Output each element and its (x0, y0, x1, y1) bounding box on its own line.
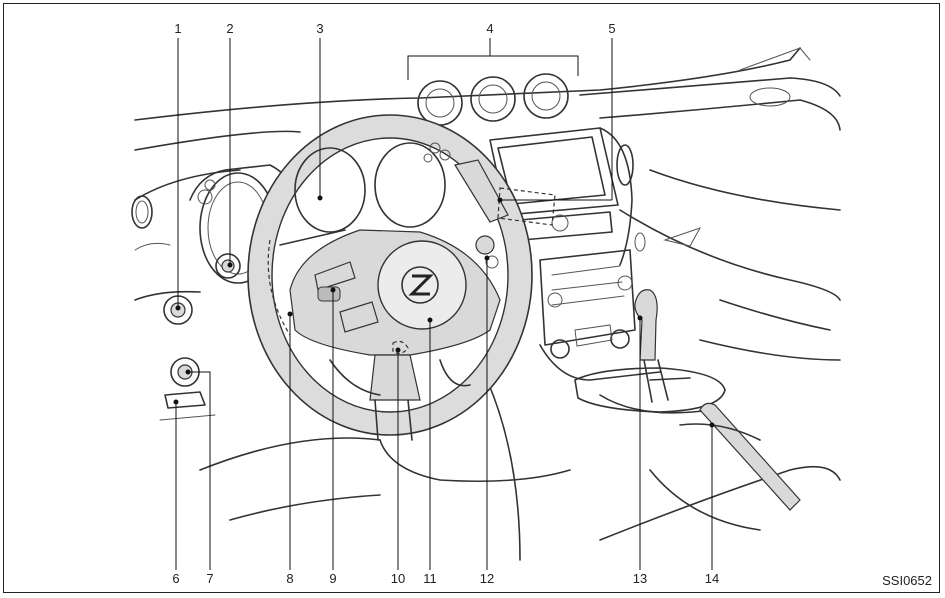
lower-left-controls (159, 357, 216, 421)
parking-brake-lever (679, 402, 801, 511)
figure-code: SSI0652 (882, 573, 932, 588)
callout-1: 1 (174, 21, 181, 36)
callout-4: 4 (486, 21, 493, 36)
paddle-left-dashed (267, 239, 291, 336)
callout-6: 6 (172, 571, 179, 586)
upper-gauge-pods (417, 73, 569, 126)
lower-switch-dashed (392, 340, 409, 354)
callout-3: 3 (316, 21, 323, 36)
leader-lines (173, 38, 715, 570)
callout-14: 14 (705, 571, 719, 586)
callout-8: 8 (286, 571, 293, 586)
callout-7: 7 (206, 571, 213, 586)
callout-labels: 1 2 3 4 5 6 7 8 9 10 11 12 13 14 (172, 21, 719, 586)
floor-lines (199, 299, 841, 561)
callout-2: 2 (226, 21, 233, 36)
steering-wheel (247, 114, 556, 441)
callout-13: 13 (633, 571, 647, 586)
figure-frame (3, 3, 940, 593)
paddle-right-dashed (497, 187, 556, 226)
callout-10: 10 (391, 571, 405, 586)
callout-11: 11 (423, 571, 437, 586)
left-vent (131, 195, 153, 229)
dashboard-outline (134, 47, 841, 301)
callout-12: 12 (480, 571, 494, 586)
callout-9: 9 (329, 571, 336, 586)
callout-5: 5 (608, 21, 615, 36)
